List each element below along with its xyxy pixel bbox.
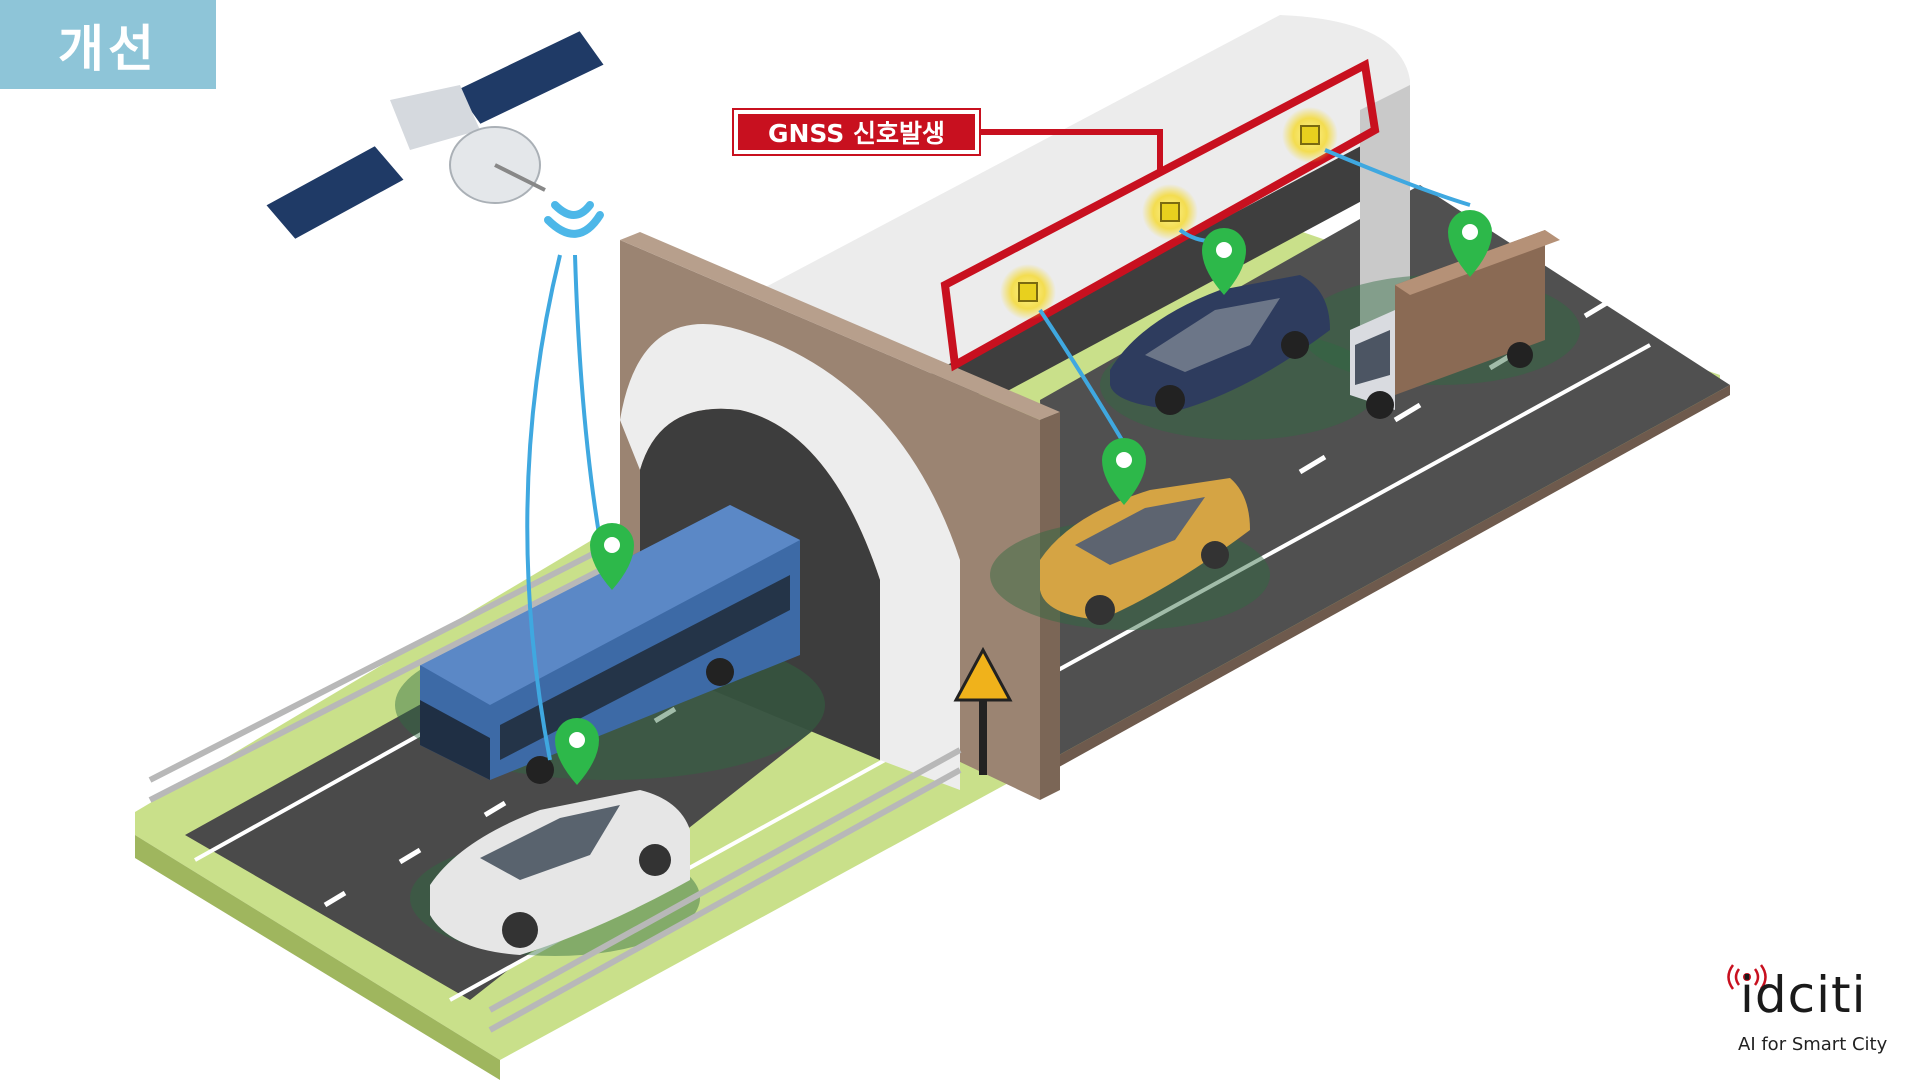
- brand-logo: idciti AI for Smart City: [1722, 962, 1902, 1062]
- white-car: [430, 790, 690, 955]
- yellow-car: [1040, 478, 1250, 625]
- improvement-badge: 개선: [0, 0, 216, 89]
- brand-name: idciti: [1740, 966, 1867, 1024]
- warning-sign-icon: [953, 646, 1013, 775]
- bus: [420, 505, 800, 784]
- brand-tagline: AI for Smart City: [1738, 1034, 1888, 1055]
- repeater-icon: [1000, 107, 1338, 320]
- repeater-frame: [940, 58, 1380, 372]
- pin-dots: [569, 224, 1478, 748]
- improvement-badge-label: 개선: [58, 19, 158, 78]
- gnss-signal-callout-label: GNSS 신호발생: [767, 119, 946, 148]
- satellite-icon: [263, 28, 607, 242]
- guard-rails: [148, 537, 962, 1033]
- callout-leader: [978, 129, 1163, 175]
- navy-car: [1110, 275, 1330, 415]
- signal-icon: [1727, 964, 1767, 990]
- gnss-signal-callout: GNSS 신호발생: [732, 108, 981, 156]
- location-pin-icon: [555, 210, 1492, 785]
- signal-wave-icon: [544, 201, 604, 238]
